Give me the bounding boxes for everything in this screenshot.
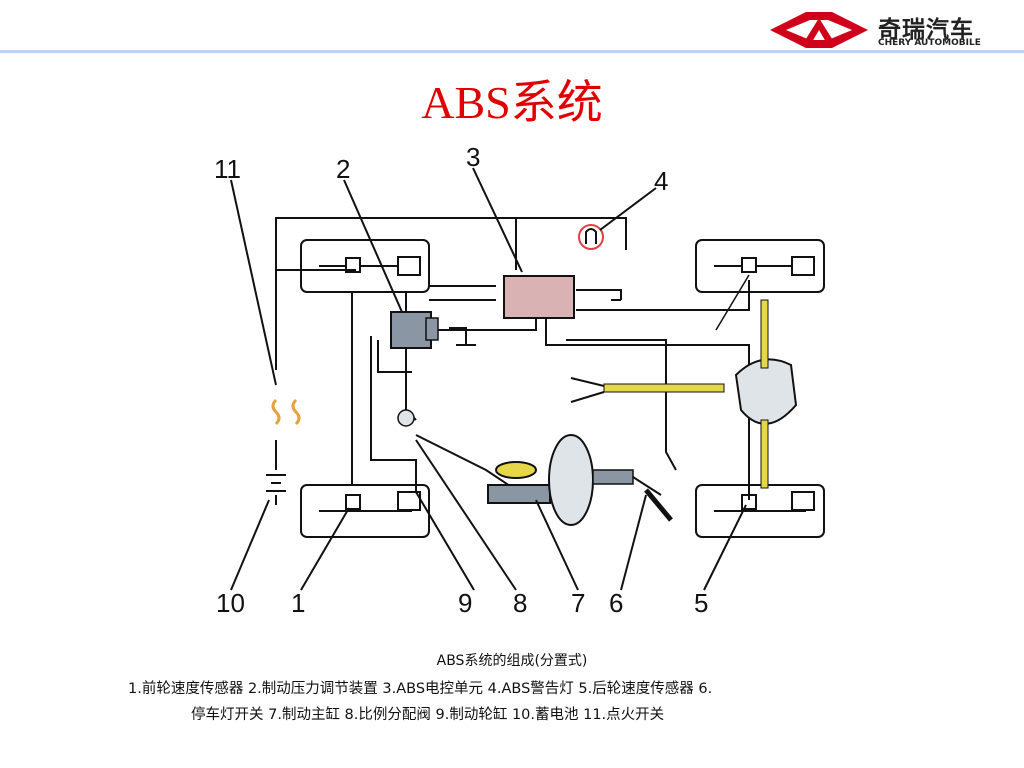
callout-3: 3 — [466, 142, 480, 172]
slide-title: ABS系统 — [421, 77, 603, 128]
callout-8: 8 — [513, 588, 527, 618]
front-wheel-sensor — [345, 257, 361, 273]
callout-9: 9 — [458, 588, 472, 618]
logo-text-en: CHERY AUTOMOBILE — [878, 38, 981, 48]
callout-6: 6 — [609, 588, 623, 618]
rear-wheel-sensor — [741, 257, 757, 273]
chery-logo: 奇瑞汽车 CHERY AUTOMOBILE — [766, 8, 1006, 52]
front-wheel-cylinder — [397, 256, 421, 276]
modulator-valve — [425, 317, 439, 341]
pressure-modulator — [390, 311, 432, 349]
warning-lamp-icon — [585, 228, 597, 244]
callout-5: 5 — [694, 588, 708, 618]
brake-pedal — [644, 488, 673, 522]
abs-ecu — [503, 275, 575, 319]
callout-2: 2 — [336, 154, 350, 184]
legend-line-2: 停车灯开关 7.制动主缸 8.比例分配阀 9.制动轮缸 10.蓄电池 11.点火… — [191, 707, 665, 723]
header-divider — [0, 50, 1024, 53]
rear-axle-lower — [760, 419, 769, 489]
callout-7: 7 — [571, 588, 585, 618]
rear-axle-upper — [760, 299, 769, 369]
callout-1: 1 — [291, 588, 305, 618]
booster-pushrod — [592, 469, 634, 485]
front-wheel-sensor-2 — [345, 494, 361, 510]
rear-differential — [734, 358, 798, 425]
abs-diagram: 11 2 3 4 10 1 9 8 7 6 5 — [116, 140, 916, 740]
diagram-caption: ABS系统的组成(分置式) — [436, 653, 588, 669]
rear-wheel-cylinder — [791, 256, 815, 276]
proportioning-valve — [397, 409, 415, 427]
warning-lamp-ring — [578, 224, 604, 250]
legend-line-1: 1.前轮速度传感器 2.制动压力调节装置 3.ABS电控单元 4.ABS警告灯 … — [128, 681, 713, 697]
master-cylinder — [487, 484, 551, 504]
logo-text-cn: 奇瑞汽车 — [878, 17, 974, 43]
abs-diagram-svg: 11 2 3 4 10 1 9 8 7 6 5 — [214, 142, 825, 618]
brake-booster — [548, 434, 594, 526]
brake-fluid-reservoir — [495, 461, 537, 479]
rear-wheel-cylinder-2 — [791, 491, 815, 511]
front-wheel-cylinder-2 — [397, 491, 421, 511]
chery-emblem-icon — [770, 12, 868, 48]
driveshaft — [603, 383, 725, 393]
callout-11: 11 — [214, 154, 241, 184]
callout-4: 4 — [654, 166, 668, 196]
callout-10: 10 — [216, 588, 245, 618]
